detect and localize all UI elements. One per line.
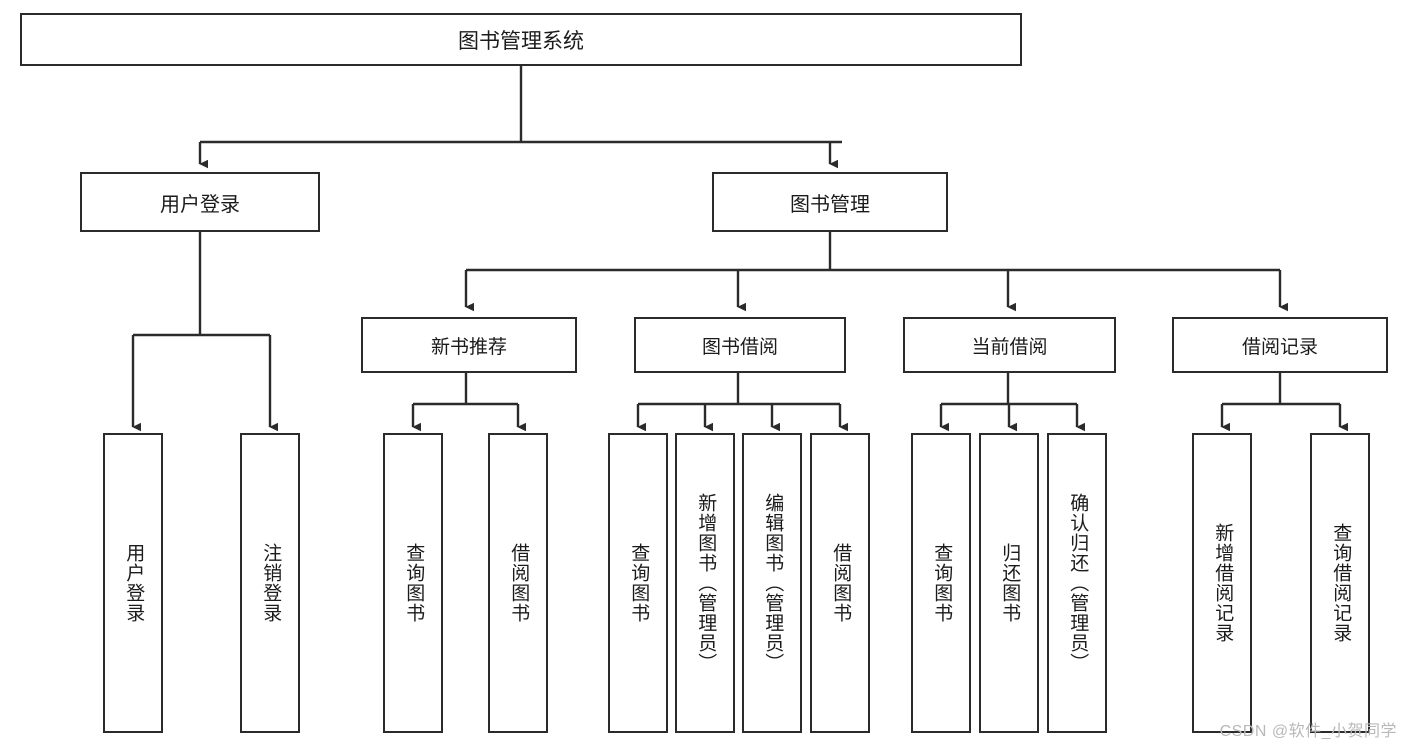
node-current-borrow-label: 当前借阅 [971,336,1048,358]
leaf-new-book-query[interactable]: 查询图书 [383,433,443,733]
node-new-book-recommend[interactable]: 新书推荐 [361,317,577,373]
leaf-label: 归还图书 [999,543,1021,623]
node-new-book-recommend-label: 新书推荐 [430,336,507,358]
leaf-label: 新增图书（管理员） [695,493,717,673]
leaf-label: 借阅图书 [830,543,852,623]
node-book-borrow[interactable]: 图书借阅 [634,317,846,373]
leaf-label: 借阅图书 [508,543,530,623]
node-user-login[interactable]: 用户登录 [80,172,320,232]
node-user-login-label: 用户登录 [160,193,240,216]
node-current-borrow[interactable]: 当前借阅 [903,317,1116,373]
node-book-borrow-label: 图书借阅 [701,336,778,358]
leaf-user-login-logout[interactable]: 注销登录 [240,433,300,733]
leaf-borrow-query-book[interactable]: 查询图书 [608,433,668,733]
leaf-label: 编辑图书（管理员） [762,493,784,673]
leaf-current-confirm-return-admin[interactable]: 确认归还（管理员） [1047,433,1107,733]
leaf-label: 查询图书 [628,543,650,623]
leaf-label: 新增借阅记录 [1212,523,1234,643]
leaf-label: 注销登录 [260,543,282,623]
watermark-text: CSDN @软件_小贺同学 [1219,723,1397,740]
leaf-borrow-add-book-admin[interactable]: 新增图书（管理员） [675,433,735,733]
leaf-record-query-record[interactable]: 查询借阅记录 [1310,433,1370,733]
leaf-label: 确认归还（管理员） [1067,493,1089,673]
node-borrow-record-label: 借阅记录 [1241,336,1318,358]
leaf-user-login-login[interactable]: 用户登录 [103,433,163,733]
leaf-label: 查询借阅记录 [1330,523,1352,643]
node-root-system[interactable]: 图书管理系统 [20,13,1022,66]
leaf-borrow-borrow-book[interactable]: 借阅图书 [810,433,870,733]
node-book-management[interactable]: 图书管理 [712,172,948,232]
leaf-new-book-borrow[interactable]: 借阅图书 [488,433,548,733]
leaf-current-query-book[interactable]: 查询图书 [911,433,971,733]
leaf-label: 用户登录 [123,543,145,623]
leaf-record-add-record[interactable]: 新增借阅记录 [1192,433,1252,733]
leaf-borrow-edit-book-admin[interactable]: 编辑图书（管理员） [742,433,802,733]
node-book-management-label: 图书管理 [790,193,870,216]
leaf-current-return-book[interactable]: 归还图书 [979,433,1039,733]
node-borrow-record[interactable]: 借阅记录 [1172,317,1388,373]
node-root-label: 图书管理系统 [458,29,584,53]
leaf-label: 查询图书 [403,543,425,623]
leaf-label: 查询图书 [931,543,953,623]
